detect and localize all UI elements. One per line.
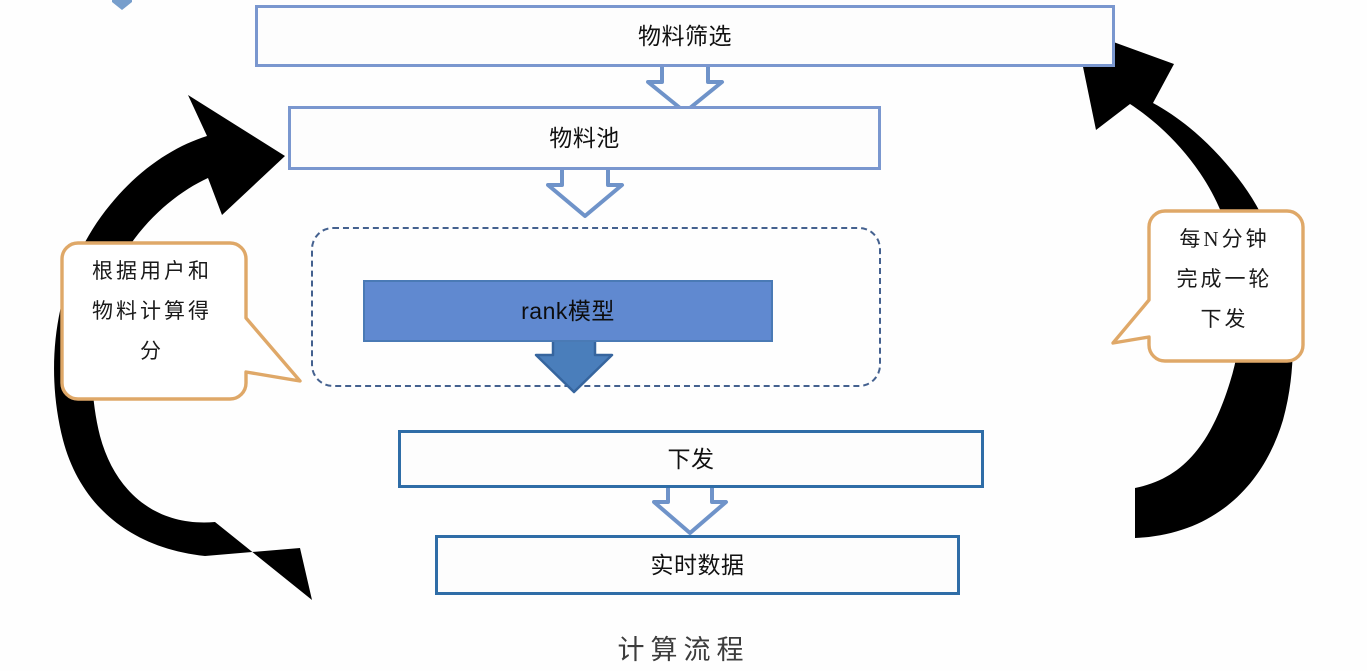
node-label: 物料池 bbox=[549, 124, 620, 151]
node-label: 实时数据 bbox=[650, 551, 745, 578]
connector-pool-to-rank-icon bbox=[546, 170, 624, 218]
diagram-caption: 计算流程 bbox=[617, 635, 750, 665]
callout-line: 完成一轮 bbox=[1176, 267, 1273, 291]
node-label: 下发 bbox=[667, 445, 715, 472]
node-label: 物料筛选 bbox=[638, 22, 732, 49]
score-callout-text: 根据用户和 物料计算得 分 bbox=[62, 251, 242, 371]
clipped-arrow-fragment-icon bbox=[112, 0, 132, 10]
node-material-pool[interactable]: 物料池 bbox=[288, 106, 881, 170]
callout-line: 分 bbox=[140, 339, 164, 363]
callout-line: 根据用户和 bbox=[92, 259, 212, 283]
interval-callout-text: 每N分钟 完成一轮 下发 bbox=[1148, 219, 1301, 339]
score-callout[interactable]: 根据用户和 物料计算得 分 bbox=[62, 243, 242, 388]
node-material-screening[interactable]: 物料筛选 bbox=[255, 5, 1115, 67]
callout-line: 物料计算得 bbox=[92, 299, 212, 323]
connector-deliver-to-realtime-icon bbox=[652, 488, 728, 535]
node-label: rank模型 bbox=[521, 297, 615, 324]
callout-line: 每N分钟 bbox=[1179, 227, 1270, 251]
interval-callout[interactable]: 每N分钟 完成一轮 下发 bbox=[1148, 211, 1301, 361]
node-rank-model[interactable]: rank模型 bbox=[363, 280, 773, 342]
callout-line: 下发 bbox=[1200, 307, 1249, 331]
node-deliver[interactable]: 下发 bbox=[398, 430, 984, 488]
node-realtime-data[interactable]: 实时数据 bbox=[435, 535, 960, 595]
